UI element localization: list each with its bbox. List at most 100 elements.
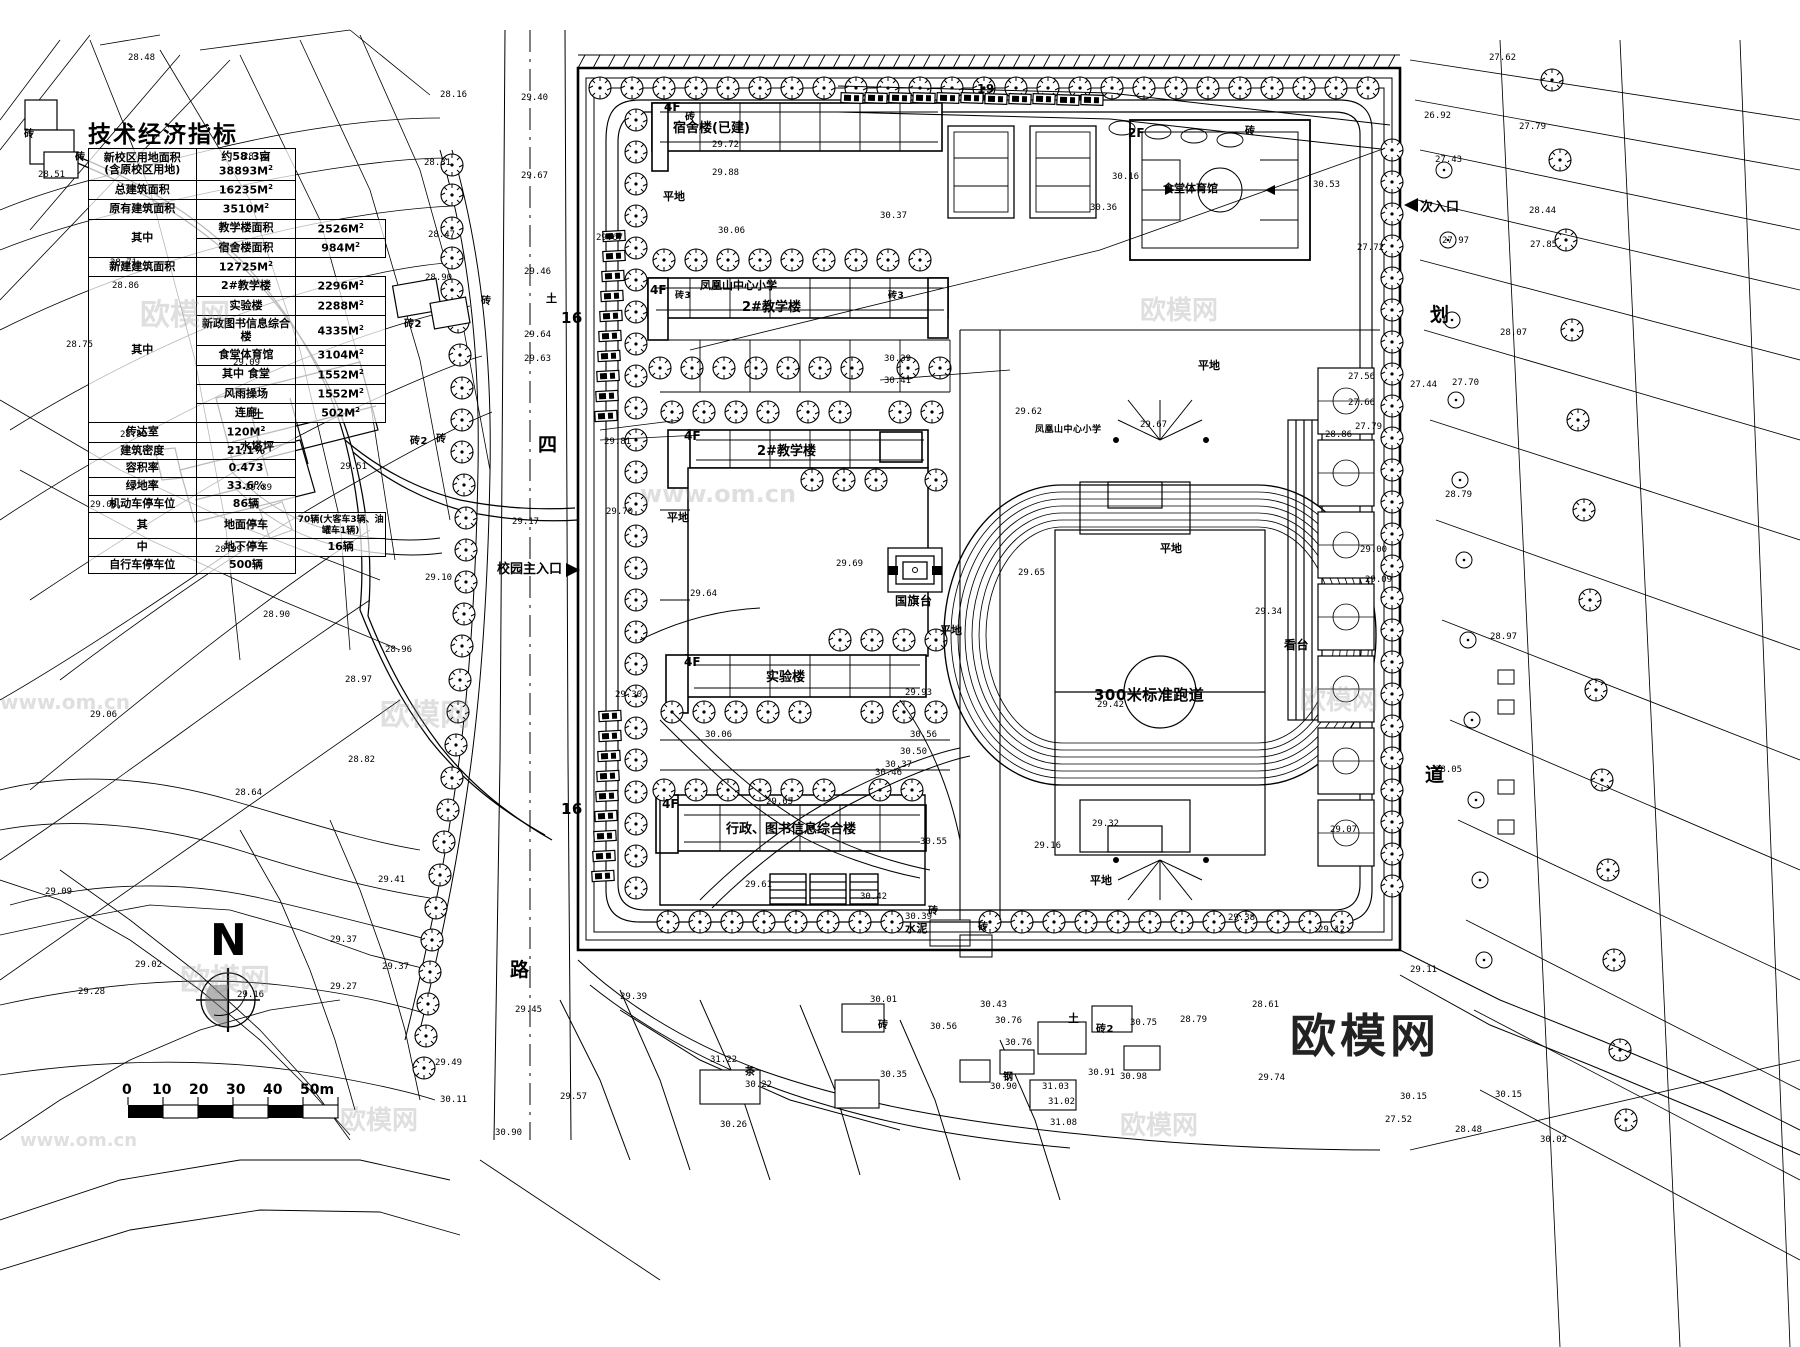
building-label-teaching-1: 2#教学楼: [742, 300, 801, 315]
elevation-label: 28.52: [243, 152, 271, 162]
table-value-cell: 1552M2: [295, 383, 386, 405]
label-19: 19: [977, 82, 995, 96]
label-road-si: 四: [538, 434, 558, 456]
elevation-label: 29.74: [1258, 1073, 1286, 1083]
table-value-cell: 16辆: [295, 538, 386, 557]
label-flat-ground-4: 平地: [1198, 359, 1220, 372]
elevation-label: 29.88: [712, 168, 740, 178]
elevation-label: 27.56: [1348, 372, 1376, 382]
elevation-label: 29.64: [524, 330, 552, 340]
label-brick-14: 砖: [978, 922, 989, 933]
elevation-label: 30.02: [1540, 1135, 1568, 1145]
floor-tag-lab: 4F: [684, 655, 701, 669]
elevation-label: 29.06: [90, 710, 118, 720]
elevation-label: 29.11: [1410, 965, 1438, 975]
table-label-cell: 总建筑面积: [88, 179, 197, 201]
elevation-label: 29.38: [1228, 913, 1256, 923]
elevation-label: 30.76: [995, 1016, 1023, 1026]
elevation-label: 28.79: [1445, 490, 1473, 500]
elevation-label: 30.90: [990, 1082, 1018, 1092]
elevation-label: 30.42: [860, 892, 888, 902]
elevation-label: 29.93: [905, 688, 933, 698]
elevation-label: 29.64: [690, 589, 718, 599]
label-brick-9: 砖3: [888, 291, 905, 301]
elevation-label: 30.43: [980, 1000, 1008, 1010]
elevation-label: 30.06: [705, 730, 733, 740]
table-value-cell: 4335M2: [295, 315, 386, 347]
elevation-label: 30.76: [1005, 1038, 1033, 1048]
watermark-brand-4: 欧模网: [1140, 296, 1219, 326]
elevation-label: 29.62: [1015, 407, 1043, 417]
elevation-label: 27.44: [1410, 380, 1438, 390]
elevation-label: 29.40: [521, 93, 549, 103]
elevation-label: 30.91: [1088, 1068, 1116, 1078]
label-flat-ground-2: 平地: [667, 511, 689, 524]
label-brick-12: 砖2: [1096, 1024, 1114, 1035]
elevation-label: 29.12: [1318, 925, 1346, 935]
elevation-label: 30.37: [885, 760, 913, 770]
label-school-center: 凤凰山中心小学: [1035, 425, 1102, 435]
label-brick-3: 砖2: [410, 436, 428, 447]
elevation-label: 30.16: [1112, 172, 1140, 182]
label-concrete: 水泥: [905, 922, 928, 935]
elevation-label: 29.72: [712, 140, 740, 150]
elevation-label: 30.39: [905, 912, 933, 922]
elevation-label: 30.90: [495, 1128, 523, 1138]
watermark-brand-3: 欧模网: [180, 963, 270, 998]
elevation-label: 28.64: [235, 788, 263, 798]
elevation-label: 28.51: [38, 170, 66, 180]
scale-tick-0: 0: [122, 1082, 132, 1098]
building-label-school-name: 凤凰山中心小学: [700, 279, 777, 292]
elevation-label: 26.92: [1424, 111, 1452, 121]
watermark-url-2: www.om.cn: [0, 690, 131, 714]
elevation-label: 30.56: [930, 1022, 958, 1032]
elevation-label: 28.90: [425, 273, 453, 283]
elevation-label: 29.09: [45, 887, 73, 897]
elevation-label: 29.45: [515, 1005, 543, 1015]
watermark-brand-7: 欧模网: [340, 1106, 419, 1136]
label-brick-5: 砖: [24, 129, 35, 140]
elevation-label: 30.01: [870, 995, 898, 1005]
label-secondary-entrance: 次入口: [1420, 200, 1460, 215]
north-arrow-letter: N: [210, 915, 247, 966]
elevation-label: 29.16: [237, 990, 265, 1000]
elevation-label: 28.97: [345, 675, 373, 685]
elevation-label: 29.16: [1034, 841, 1062, 851]
elevation-label: 28.99: [215, 545, 243, 555]
elevation-label: 29.08: [90, 500, 118, 510]
elevation-label: 28.90: [263, 610, 291, 620]
scale-tick-10: 10: [152, 1082, 172, 1098]
elevation-label: 27.70: [1452, 378, 1480, 388]
label-road-dao: 道: [1425, 764, 1445, 786]
table-value-cell: 86辆: [195, 494, 297, 514]
elevation-label: 31.02: [1048, 1097, 1076, 1107]
elevation-label: 28.75: [66, 340, 94, 350]
table-label-cell: 教学楼面积: [195, 218, 297, 239]
table-value-cell: 1552M2: [295, 364, 386, 385]
elevation-label: 29.28: [78, 987, 106, 997]
elevation-label: 29.70: [606, 507, 634, 517]
table-label-cell: 连廊: [195, 403, 297, 424]
elevation-label: 30.36: [1090, 203, 1118, 213]
elevation-label: 28.16: [440, 90, 468, 100]
elevation-label: 28.48: [1455, 1125, 1483, 1135]
elevation-label: 27.66: [1348, 398, 1376, 408]
elevation-label: 29.09: [1365, 575, 1393, 585]
table-value-cell: 3104M2: [295, 345, 386, 366]
table-value-cell: 2296M2: [295, 276, 386, 297]
table-value-cell: 120M2: [195, 422, 297, 443]
table-group-cell: 其: [88, 512, 197, 540]
watermark-brand-5: 欧模网: [1300, 686, 1379, 716]
elevation-label: 30.22: [745, 1080, 773, 1090]
elevation-label: 29.02: [135, 960, 163, 970]
elevation-label: 29.69: [836, 559, 864, 569]
table-label-cell: 新建建筑面积: [88, 257, 197, 278]
elevation-label: 29.67: [596, 233, 624, 243]
elevation-label: 30.37: [880, 211, 908, 221]
